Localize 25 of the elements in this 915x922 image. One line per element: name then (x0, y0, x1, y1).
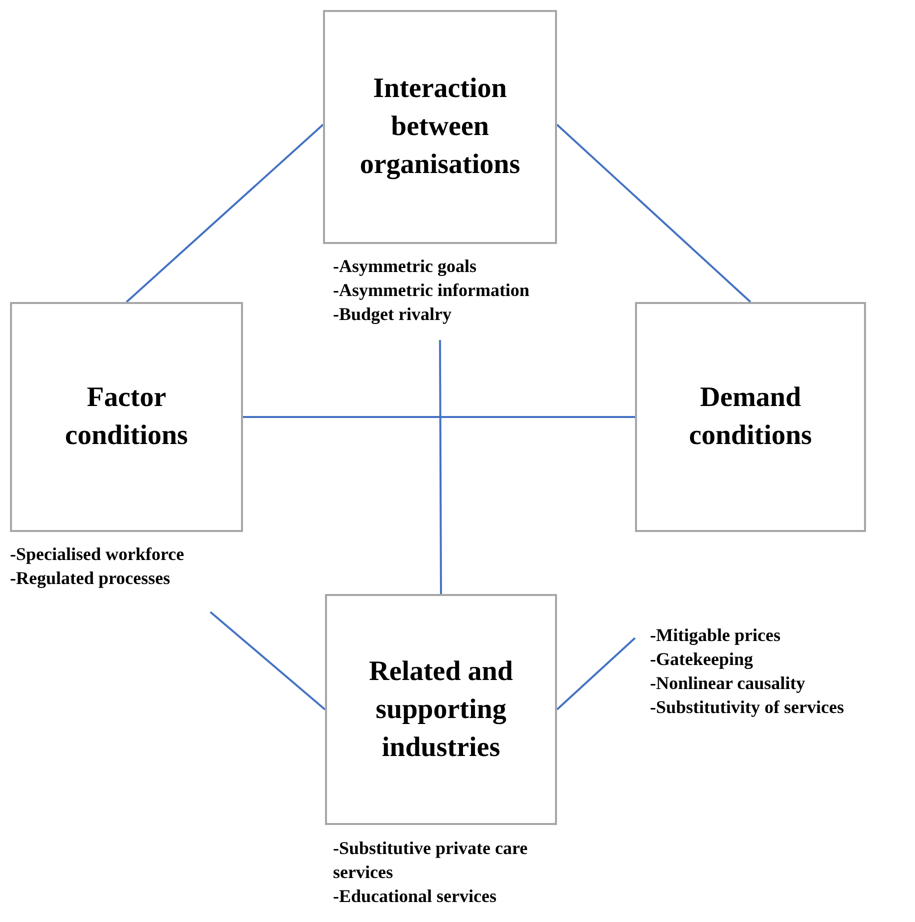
factor-item: -Specialised workforce (10, 543, 184, 566)
connector-line (210, 611, 326, 710)
factor-item: -Gatekeeping (650, 648, 754, 671)
factor-item: -Substitutivity of services (650, 696, 844, 719)
factor-item: -Asymmetric goals (333, 255, 478, 278)
factor-item: -Mitigable prices (650, 624, 782, 647)
connector-line (243, 416, 635, 418)
factor-item: -Substitutive private care services (333, 837, 529, 884)
connector-line (556, 637, 636, 710)
factor-item: -Asymmetric information (333, 279, 530, 302)
box-title: Related and supporting industries (368, 654, 514, 764)
category-box (635, 302, 866, 532)
box-title: Interaction between organisations (358, 72, 522, 182)
connector-line (439, 340, 442, 594)
connector-line (126, 124, 324, 303)
factor-item: -Educational services (333, 885, 498, 908)
factor-item: -Nonlinear causality (650, 672, 806, 695)
category-box (325, 594, 557, 825)
category-box (323, 10, 557, 244)
factor-item: -Budget rivalry (333, 303, 452, 326)
category-box (10, 302, 243, 532)
connector-line (556, 124, 752, 303)
box-title: Demand conditions (688, 381, 813, 453)
box-title: Factor conditions (64, 381, 189, 453)
factor-item: -Regulated processes (10, 567, 172, 590)
